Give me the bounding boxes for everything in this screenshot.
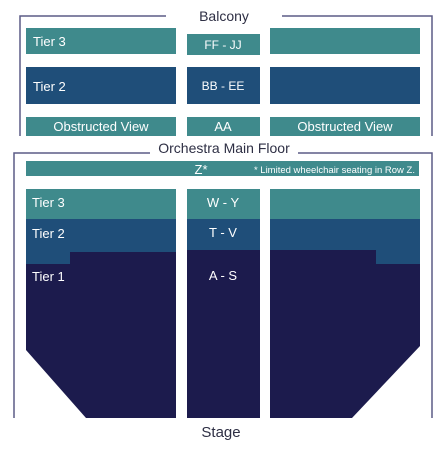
orchestra-left-tier1-label: Tier 1 [32,269,65,284]
balcony-title: Balcony [199,8,249,24]
orchestra-row-z-label: Z* [195,162,208,177]
balcony-obstructed-center-rows: AA [214,119,232,134]
orchestra-title: Orchestra Main Floor [158,140,290,156]
orchestra-left-block: Tier 3 Tier 2 Tier 1 [26,189,176,418]
balcony-tier3-center[interactable] [187,34,260,55]
balcony-obstructed-left-label: Obstructed View [53,119,149,134]
balcony-tier3-left[interactable] [26,28,176,54]
orchestra-right-block [270,189,420,418]
orchestra-left-tier1[interactable] [26,250,176,418]
balcony-outline [19,15,433,136]
stage-label: Stage [201,424,240,441]
orchestra-center-tier2[interactable] [187,219,260,250]
orchestra-left-tier3[interactable] [26,189,176,219]
orchestra-outline [13,152,433,418]
orchestra-right-tier1[interactable] [270,250,420,418]
balcony-tier2-center[interactable] [187,67,260,104]
balcony-obstructed-left[interactable] [26,117,176,136]
balcony-tier2-center-rows: BB - EE [202,79,245,93]
balcony-tier3-right[interactable] [270,28,420,54]
balcony-tier3-label: Tier 3 [33,34,66,49]
balcony-obstructed-right-label: Obstructed View [297,119,393,134]
balcony-tier2-left[interactable] [26,67,176,104]
orchestra-center-tier3-rows: W - Y [207,195,240,210]
orchestra-row-z[interactable] [26,161,419,176]
balcony-obstructed-right[interactable] [270,117,420,136]
balcony-obstructed-center[interactable] [187,117,260,136]
orchestra-center-tier1-rows: A - S [209,268,238,283]
orchestra-center-block: W - Y T - V A - S [187,189,260,418]
orchestra-center-tier2-rows: T - V [209,225,237,240]
balcony-tier3-center-rows: FF - JJ [204,38,241,52]
orchestra-center-tier1[interactable] [187,250,260,418]
orchestra-right-tier2[interactable] [270,219,420,264]
orchestra-right-tier3[interactable] [270,189,420,219]
orchestra-left-tier2-label: Tier 2 [32,226,65,241]
balcony-tier2-right[interactable] [270,67,420,104]
balcony-tier2-label: Tier 2 [33,79,66,94]
orchestra-left-tier2[interactable] [26,219,176,264]
wheelchair-note: * Limited wheelchair seating in Row Z. [254,165,415,176]
orchestra-center-tier3[interactable] [187,189,260,219]
orchestra-left-tier3-label: Tier 3 [32,195,65,210]
